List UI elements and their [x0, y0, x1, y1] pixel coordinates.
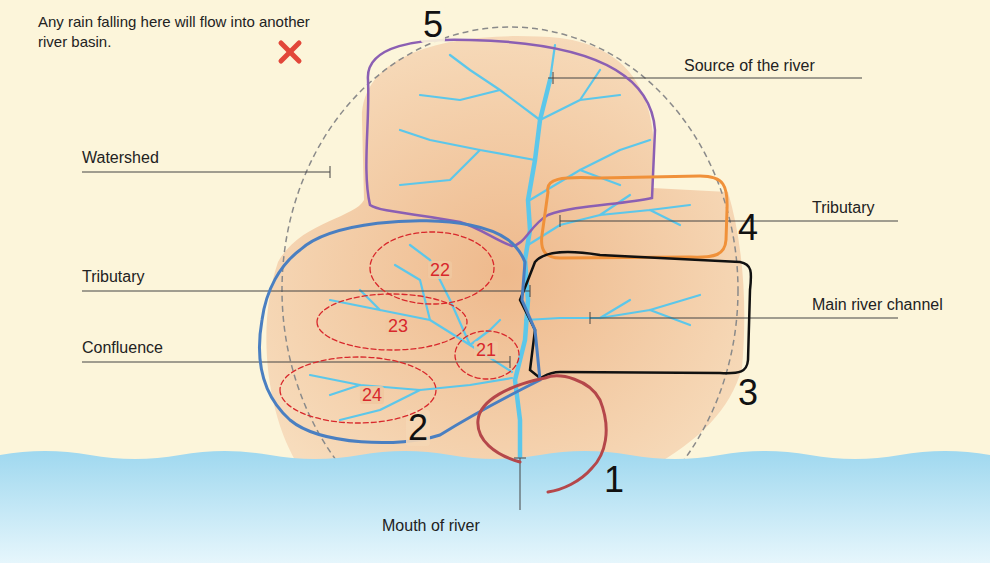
leader-label: Confluence [82, 338, 163, 357]
callout-number: 22 [428, 261, 452, 279]
region-outline [355, 4, 665, 254]
region-outline-path [366, 40, 655, 246]
leader-label: Source of the river [684, 56, 815, 75]
basin-region: 23 [315, 292, 469, 352]
region-outline [278, 355, 438, 425]
basin-region: 3 [516, 248, 772, 414]
callout-number: 24 [360, 386, 384, 404]
basin-note: Any rain falling here will flow into ano… [38, 12, 313, 53]
region-outline-path [455, 331, 519, 379]
leader-label: Tributary [82, 267, 145, 286]
basin-region: 4 [536, 174, 772, 264]
callout-number: 1 [604, 462, 624, 498]
basin-region: 24 [278, 355, 438, 425]
basin-region: 22 [368, 230, 496, 308]
region-outline-path [259, 221, 540, 443]
region-outline-path [370, 232, 494, 304]
region-outline-path [478, 376, 606, 492]
region-outline [536, 174, 772, 264]
region-outline-path [542, 176, 728, 258]
basin-land [266, 36, 744, 468]
callout-number: 21 [474, 341, 498, 359]
leader-label: Main river channel [812, 295, 943, 314]
leader-label: Tributary [812, 198, 875, 217]
basin-region: 5 [355, 4, 665, 254]
callout-number: 23 [386, 317, 410, 335]
sea [0, 451, 990, 563]
leader-lines [82, 72, 898, 510]
region-outline-path [280, 357, 436, 423]
callout-number: 3 [738, 375, 758, 411]
callout-number: 4 [738, 210, 758, 246]
basin-region: 1 [474, 372, 634, 500]
callout-number: 2 [406, 410, 430, 446]
callout-number: 5 [421, 7, 445, 43]
basin-region: 222232124 [255, 215, 550, 450]
red-cross-mark [281, 43, 299, 61]
leader-label: Mouth of river [382, 516, 480, 535]
region-outline-path [317, 294, 467, 350]
basin-region: 21 [453, 329, 521, 381]
region-outline [516, 248, 772, 414]
region-outline-path [520, 252, 751, 378]
leader-label: Watershed [82, 148, 159, 167]
